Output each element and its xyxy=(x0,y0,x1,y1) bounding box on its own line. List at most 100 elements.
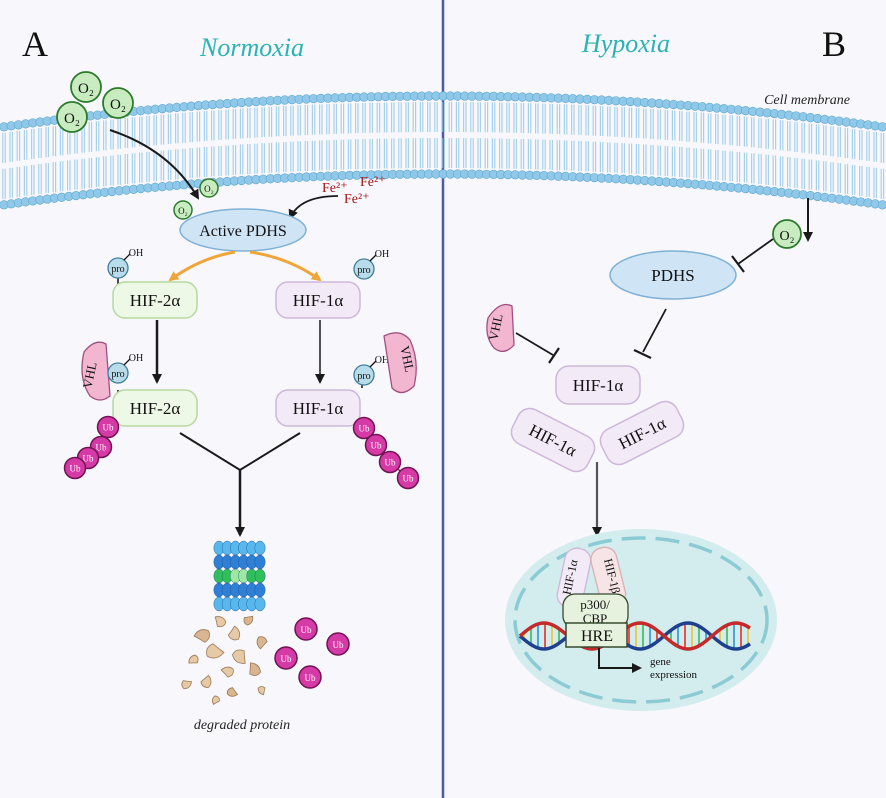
svg-text:Active PDHS: Active PDHS xyxy=(199,223,287,240)
svg-text:O₂: O₂ xyxy=(178,206,188,216)
svg-text:Ub: Ub xyxy=(301,625,312,635)
proline-hydroxyl-group: pro OH xyxy=(353,249,389,280)
oxygen-entry-arrow xyxy=(109,129,200,200)
hif1a-node: HIF-1α xyxy=(510,407,596,473)
inhibition-line xyxy=(642,308,667,353)
vhl-protein: VHL xyxy=(79,341,111,401)
svg-text:Ub: Ub xyxy=(305,673,316,683)
svg-text:Ub: Ub xyxy=(371,441,382,451)
hypoxia-title: Hypoxia xyxy=(581,29,670,58)
panel-a-letter: A xyxy=(22,24,48,64)
fe-ion-label: Fe²⁺ xyxy=(344,192,370,207)
proline-hydroxyl-group: pro OH xyxy=(107,248,143,285)
ubiquitin: Ub xyxy=(352,416,376,440)
pdhs-node: PDHS xyxy=(609,250,737,300)
svg-text:HIF-2α: HIF-2α xyxy=(130,399,181,418)
svg-text:HIF-1α: HIF-1α xyxy=(293,399,344,418)
inhibition-bar xyxy=(731,255,745,273)
svg-text:VHL: VHL xyxy=(79,360,99,389)
svg-text:PDHS: PDHS xyxy=(651,266,694,285)
svg-text:VHL: VHL xyxy=(485,312,505,341)
ubiquitin: Ub xyxy=(378,450,402,474)
ubiquitin: Ub xyxy=(298,665,322,689)
svg-text:Ub: Ub xyxy=(83,454,94,464)
ubiquitin: Ub xyxy=(326,632,350,656)
svg-text:Ub: Ub xyxy=(96,443,107,453)
ubiquitin: Ub xyxy=(294,617,318,641)
fe-ion-label: Fe²⁺ xyxy=(360,175,386,190)
iron-arrow xyxy=(288,195,339,220)
hif2a-node: HIF-2α xyxy=(112,389,198,427)
proteasome xyxy=(213,540,266,612)
oxygen-molecule-small: O₂ xyxy=(199,178,219,198)
vhl-protein: VHL xyxy=(485,303,515,352)
svg-text:Ub: Ub xyxy=(281,654,292,664)
hif1a-node: HIF-1α xyxy=(555,365,641,405)
svg-text:O₂: O₂ xyxy=(78,81,94,97)
nucleus xyxy=(505,529,777,711)
ubiquitin: Ub xyxy=(396,466,420,490)
protein-fragments xyxy=(181,615,268,705)
oxygen-molecule: O₂ xyxy=(772,219,802,249)
svg-text:pro: pro xyxy=(111,369,124,380)
svg-text:HIF-1α: HIF-1α xyxy=(573,376,624,395)
inhibition-bar xyxy=(633,349,652,359)
inhibition-line xyxy=(737,238,774,265)
ubiquitin: Ub xyxy=(63,456,87,480)
svg-text:O₂: O₂ xyxy=(110,97,126,113)
ubiquitin: Ub xyxy=(364,433,388,457)
normoxia-title: Normoxia xyxy=(199,33,304,62)
cell-membrane xyxy=(0,91,886,210)
vhl-protein: VHL xyxy=(383,332,418,394)
cell-membrane-label: Cell membrane xyxy=(764,93,850,108)
svg-text:pro: pro xyxy=(357,371,370,382)
ubiquitin: Ub xyxy=(96,415,120,439)
hydroxylation-arrow-hif2a xyxy=(168,250,236,282)
inhibition-bar xyxy=(548,347,560,364)
svg-text:Ub: Ub xyxy=(359,424,370,434)
svg-text:OH: OH xyxy=(129,353,143,364)
hre-element: HRE xyxy=(565,622,628,648)
gene-expression-arrow xyxy=(598,648,642,673)
oxygen-molecule: O₂ xyxy=(70,71,102,103)
nuclear-hif1b: HIF-1β xyxy=(590,546,627,608)
oxygen-molecule-small: O₂ xyxy=(173,200,193,220)
active-pdhs-node: Active PDHS xyxy=(179,208,307,252)
gene-label: gene xyxy=(650,656,671,668)
panel-b-letter: B xyxy=(822,24,846,64)
svg-text:O₂: O₂ xyxy=(204,184,214,194)
hif2a-node: HIF-2α xyxy=(112,281,198,319)
expression-label: expression xyxy=(650,669,698,681)
svg-text:p300/: p300/ xyxy=(580,597,610,612)
svg-text:OH: OH xyxy=(375,355,389,366)
proline-hydroxyl-group: pro OH xyxy=(353,355,389,388)
svg-text:OH: OH xyxy=(375,249,389,260)
ubiquitin: Ub xyxy=(274,646,298,670)
svg-text:Ub: Ub xyxy=(385,458,396,468)
hif1a-node: HIF-1α xyxy=(275,281,361,319)
svg-text:OH: OH xyxy=(129,248,143,259)
svg-text:HRE: HRE xyxy=(581,628,613,645)
hif1a-node: HIF-1α xyxy=(599,400,685,466)
svg-text:O₂: O₂ xyxy=(780,229,795,244)
svg-text:VHL: VHL xyxy=(397,344,417,373)
proline-hydroxyl-group: pro OH xyxy=(107,353,143,397)
nuclear-hif1a: HIF-1α xyxy=(556,547,592,609)
oxygen-molecule: O₂ xyxy=(56,101,88,133)
degraded-protein-label: degraded protein xyxy=(194,718,290,733)
svg-text:Ub: Ub xyxy=(333,640,344,650)
svg-text:Ub: Ub xyxy=(403,474,414,484)
svg-text:Ub: Ub xyxy=(70,464,81,474)
svg-text:pro: pro xyxy=(357,265,370,276)
hydroxylation-arrow-hif1a xyxy=(249,250,322,282)
inhibition-line xyxy=(515,332,554,356)
svg-text:pro: pro xyxy=(111,264,124,275)
svg-text:HIF-2α: HIF-2α xyxy=(130,291,181,310)
convergence-lines xyxy=(179,432,301,472)
svg-text:O₂: O₂ xyxy=(64,111,80,127)
oxygen-molecule: O₂ xyxy=(102,87,134,119)
